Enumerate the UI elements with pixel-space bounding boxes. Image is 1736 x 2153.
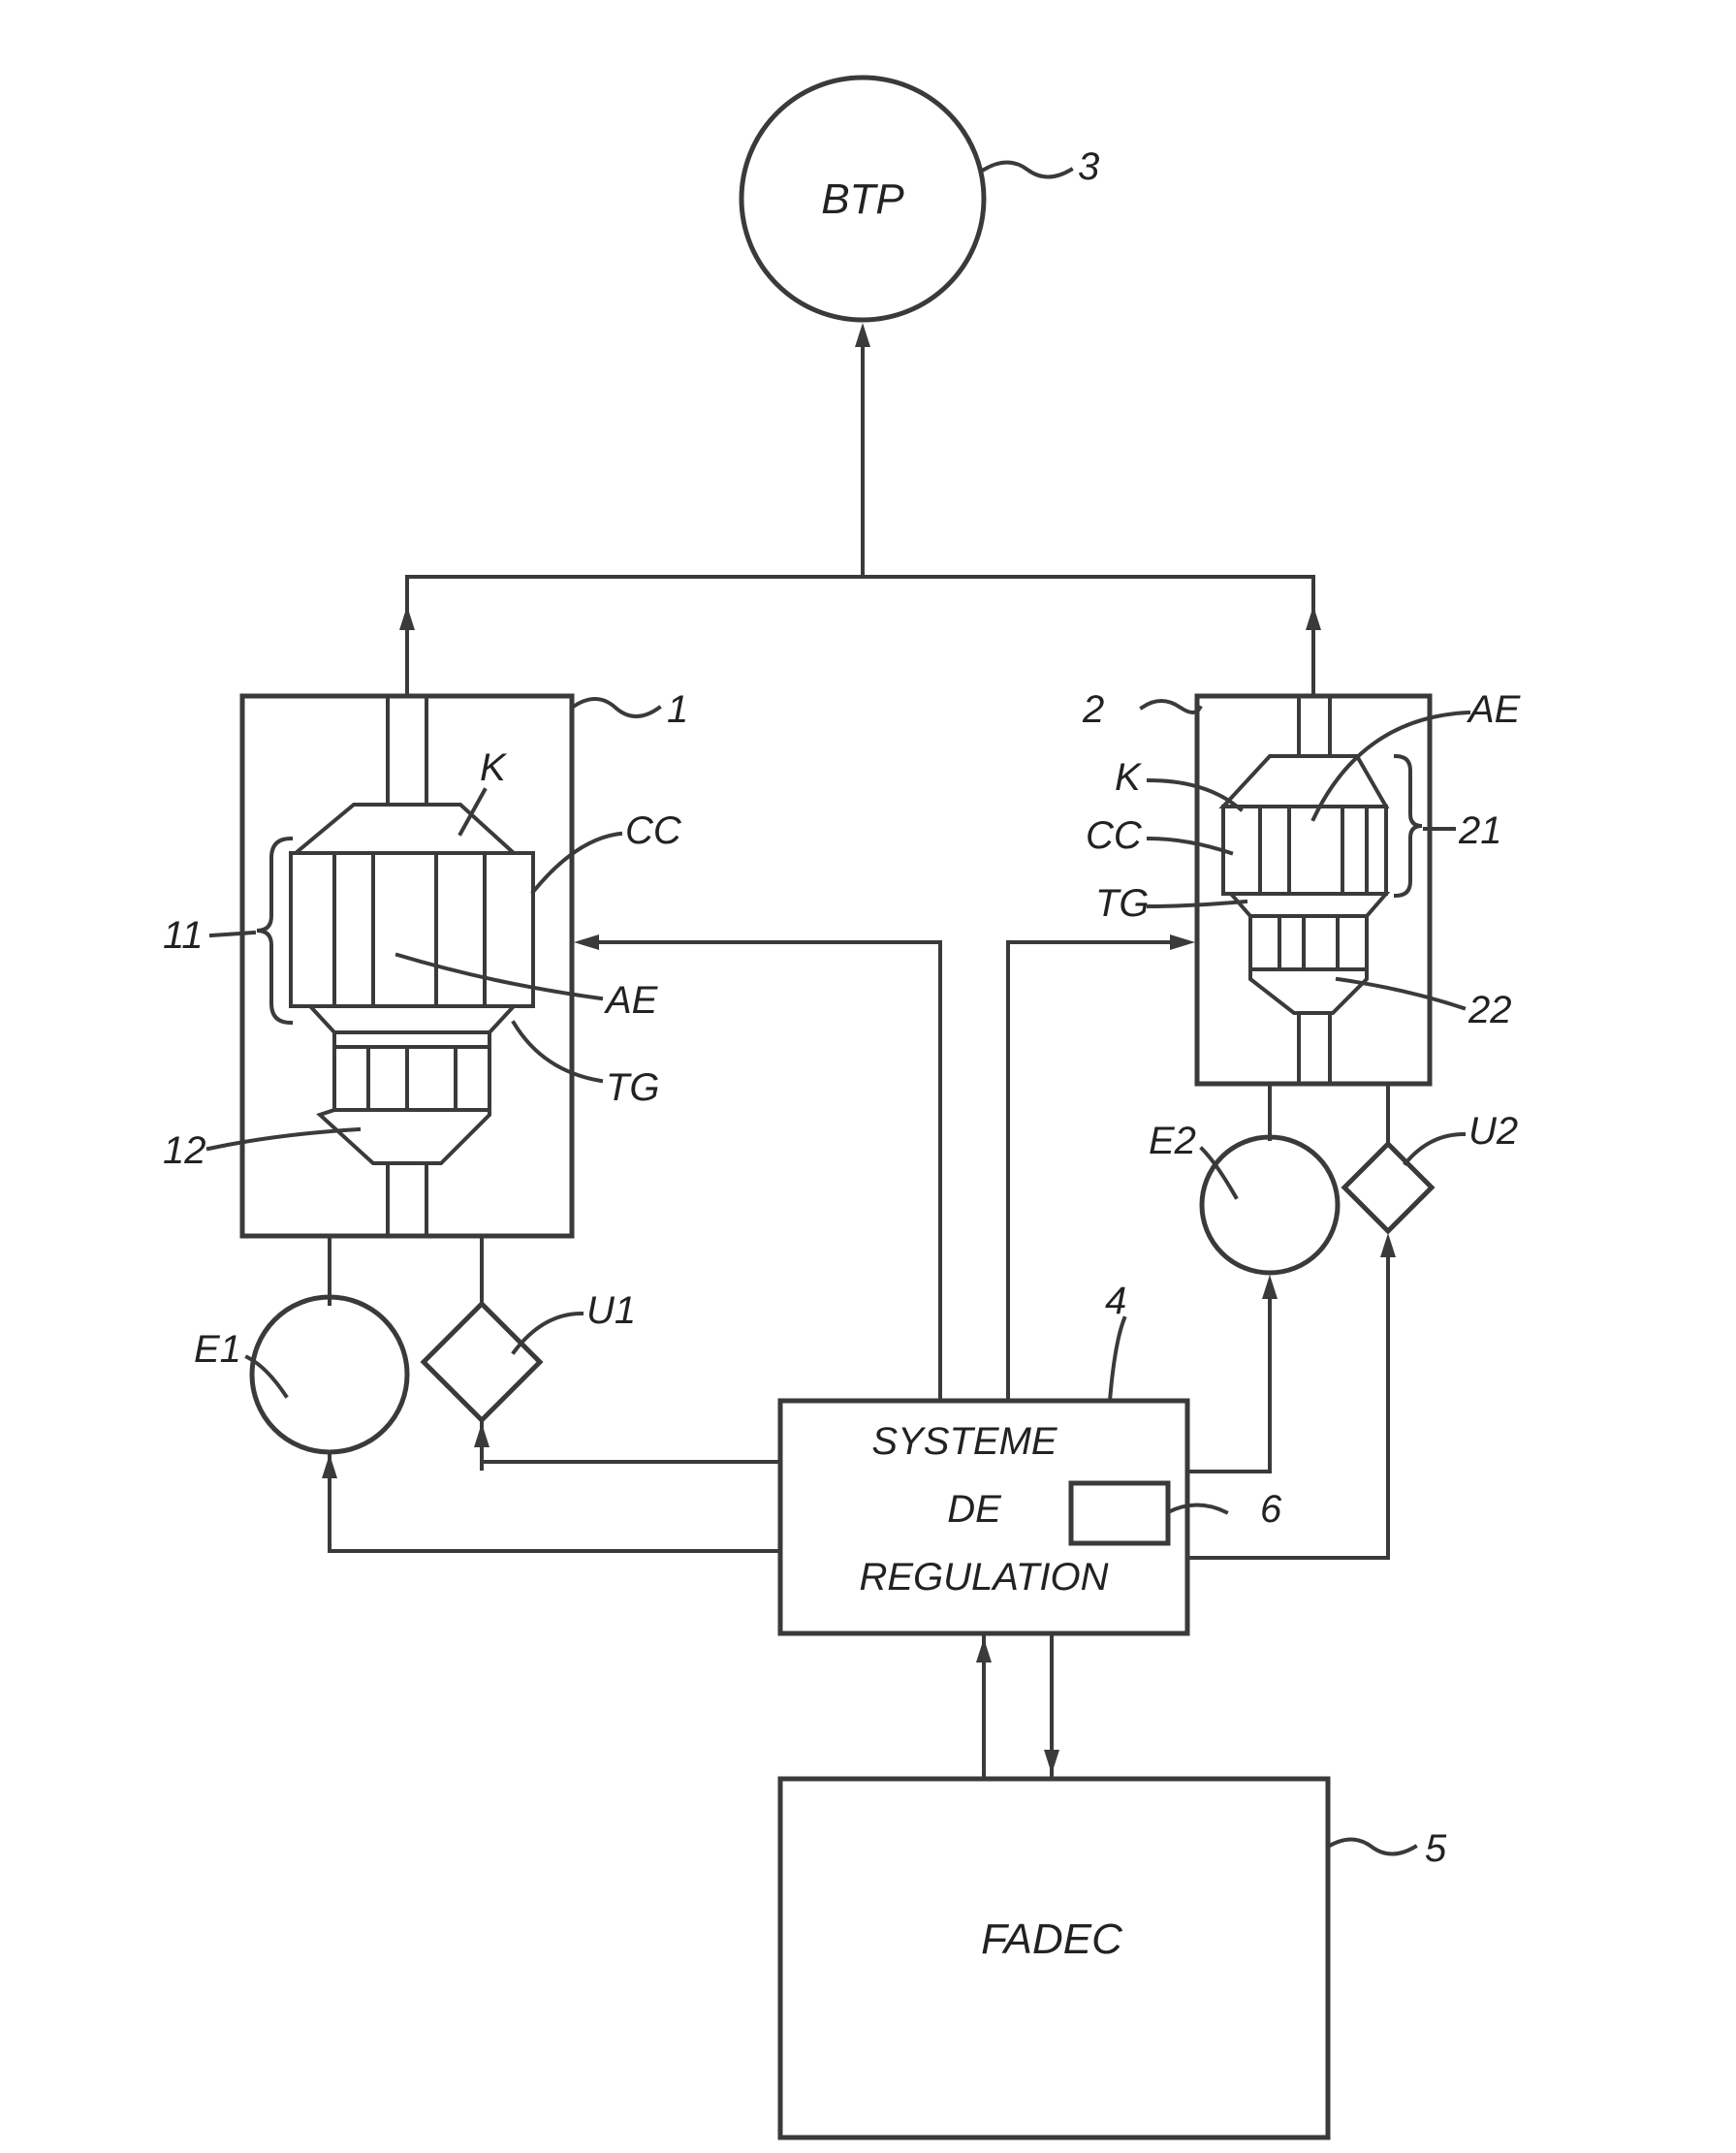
e2-label: E2 [1149, 1120, 1196, 1162]
e1-node [252, 1236, 407, 1512]
brace-21 [1396, 756, 1422, 896]
engine2-k-label: K [1115, 756, 1143, 799]
ref-1-leader [572, 699, 659, 716]
engine-1 [242, 696, 572, 1236]
regulation-line1: SYSTEME [871, 1420, 1057, 1463]
engine2-cc-label: CC [1086, 814, 1143, 857]
engine1-tg-label: TG [606, 1066, 660, 1109]
ref-21-label: 21 [1458, 809, 1502, 852]
e1-label: E1 [194, 1328, 241, 1371]
output-shafts [399, 323, 1321, 696]
u2-node [1344, 1084, 1432, 1257]
engine1-k-label: K [480, 746, 508, 789]
regulation-line3: REGULATION [859, 1556, 1108, 1599]
ref-3-label: 3 [1078, 145, 1099, 188]
e2-node [1202, 1084, 1338, 1299]
u2-label: U2 [1468, 1110, 1518, 1153]
regulation-system: SYSTEME DE REGULATION [780, 1401, 1187, 1633]
engine1-cc-label: CC [625, 809, 682, 852]
ref-22-label: 22 [1468, 989, 1512, 1031]
regulation-line2: DE [947, 1488, 1002, 1531]
u1-label: U1 [586, 1289, 636, 1332]
ref-5-label: 5 [1425, 1827, 1447, 1870]
fadec-label: FADEC [981, 1916, 1123, 1963]
fadec-node: FADEC [780, 1779, 1328, 2137]
ref-4-label: 4 [1105, 1280, 1126, 1322]
engine2-ae-label: AE [1467, 688, 1522, 731]
u1-node [424, 1236, 540, 1469]
ref-11-label: 11 [163, 914, 204, 957]
btp-node: BTP [742, 78, 984, 320]
btp-label: BTP [821, 175, 904, 223]
ref-5-leader [1328, 1840, 1415, 1854]
ref-3-leader [984, 163, 1071, 177]
ref-1-label: 1 [667, 688, 688, 731]
ref-2-leader [1142, 701, 1200, 712]
brace-11 [257, 839, 291, 1023]
ref-2-label: 2 [1082, 688, 1104, 731]
ref-6-label: 6 [1260, 1488, 1282, 1531]
engine2-tg-label: TG [1095, 882, 1150, 925]
ref-4-leader [1110, 1318, 1124, 1401]
ref-12-label: 12 [163, 1129, 206, 1172]
fadec-links [976, 1633, 1059, 1779]
engine1-ae-label: AE [604, 979, 659, 1022]
